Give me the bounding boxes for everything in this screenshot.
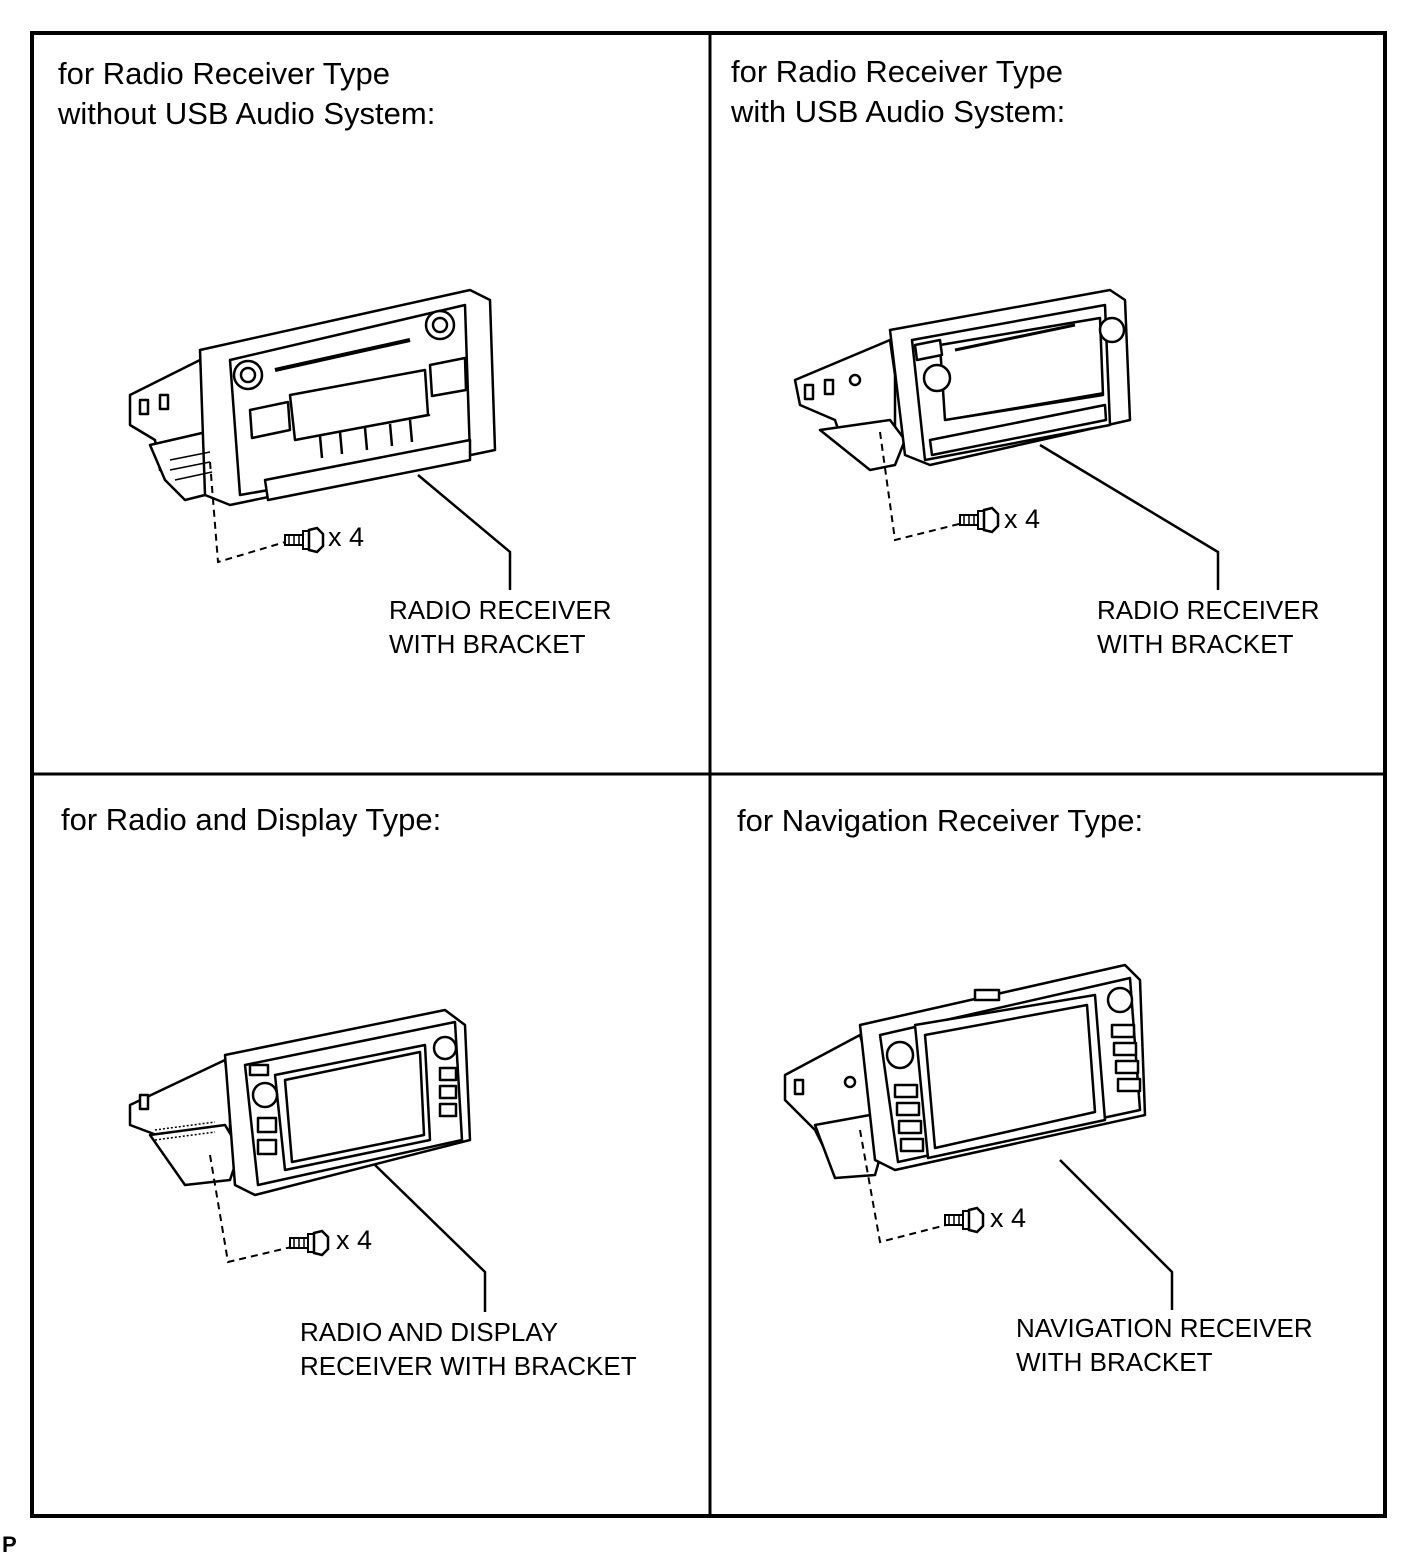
- panel-title: for Radio Receiver Type with USB Audio S…: [731, 52, 1065, 132]
- part-label-line2: WITH BRACKET: [1016, 1347, 1213, 1377]
- bolt-location-line: [209, 461, 293, 564]
- part-label-line2: WITH BRACKET: [389, 629, 586, 659]
- radio-receiver-usb-unit-drawing: [793, 288, 1132, 472]
- radio-receiver-unit-drawing: [128, 288, 497, 507]
- panel-title-line2: with USB Audio System:: [731, 94, 1066, 129]
- panel-title: for Radio and Display Type:: [61, 800, 441, 840]
- part-label: RADIO RECEIVER WITH BRACKET: [389, 593, 612, 661]
- bolt-icon: [943, 1206, 985, 1234]
- panel-title-line2: without USB Audio System:: [58, 96, 436, 131]
- leader-line: [1039, 443, 1220, 590]
- part-label-line2: WITH BRACKET: [1097, 629, 1294, 659]
- part-label-line1: NAVIGATION RECEIVER: [1016, 1313, 1313, 1343]
- radio-display-unit-drawing: [128, 1008, 472, 1197]
- part-label-line2: RECEIVER WITH BRACKET: [300, 1351, 637, 1381]
- leader-line: [374, 1164, 487, 1312]
- leader-line: [417, 474, 512, 590]
- bolt-icon: [288, 1229, 330, 1257]
- panel-title-line1: for Navigation Receiver Type:: [737, 803, 1144, 838]
- bolt-location-line: [209, 1154, 301, 1264]
- part-label: RADIO AND DISPLAY RECEIVER WITH BRACKET: [300, 1315, 637, 1383]
- part-label-line1: RADIO AND DISPLAY: [300, 1317, 559, 1347]
- bolt-icon: [283, 526, 325, 554]
- panel-title-line1: for Radio Receiver Type: [731, 54, 1063, 89]
- bolt-quantity: x 4: [328, 522, 365, 552]
- bolt-quantity: x 4: [336, 1225, 373, 1255]
- bolt-quantity: x 4: [990, 1203, 1027, 1233]
- panel-title-line1: for Radio and Display Type:: [61, 802, 442, 837]
- panel-title-line1: for Radio Receiver Type: [58, 56, 390, 91]
- figure-id: P: [2, 1532, 17, 1557]
- navigation-receiver-unit-drawing: [783, 963, 1147, 1180]
- part-label-line1: RADIO RECEIVER: [389, 595, 612, 625]
- leader-line: [1059, 1159, 1174, 1310]
- part-label: RADIO RECEIVER WITH BRACKET: [1097, 593, 1320, 661]
- panel-title: for Navigation Receiver Type:: [737, 801, 1143, 841]
- bolt-location-line: [879, 431, 976, 542]
- bolt-icon: [958, 506, 1000, 534]
- bolt-location-line: [859, 1129, 959, 1244]
- part-label: NAVIGATION RECEIVER WITH BRACKET: [1016, 1311, 1313, 1379]
- part-label-line1: RADIO RECEIVER: [1097, 595, 1320, 625]
- panel-title: for Radio Receiver Type without USB Audi…: [58, 54, 435, 134]
- bolt-quantity: x 4: [1004, 504, 1041, 534]
